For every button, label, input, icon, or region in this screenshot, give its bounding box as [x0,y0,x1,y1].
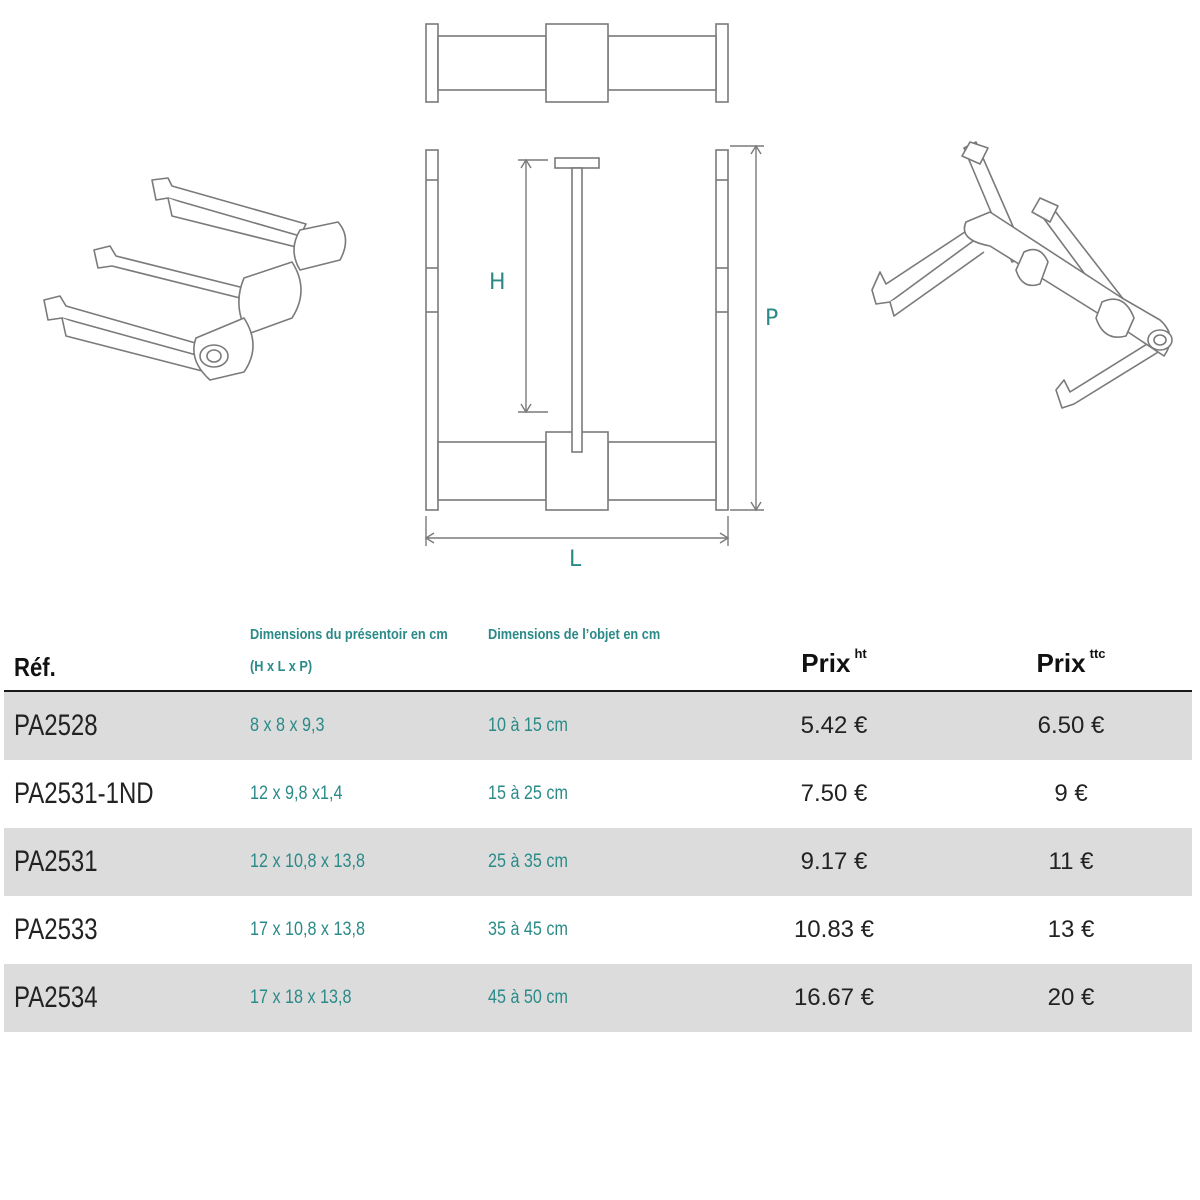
header-ht-suffix: ht [854,646,867,661]
table-row: PA2534 17 x 18 x 13,8 45 à 50 cm 16.67 €… [4,964,1192,1032]
cell-object-size: 35 à 45 cm [488,919,568,940]
header-ref: Réf. [14,652,56,682]
header-display-dimensions-unit: (H x L x P) [250,658,313,675]
top-view-drawing [425,23,729,103]
height-dimension-label: H [489,270,506,295]
cell-object-size: 45 à 50 cm [488,987,568,1008]
table-row: PA2533 17 x 10,8 x 13,8 35 à 45 cm 10.83… [4,896,1192,964]
product-drawings: H P L [43,23,1173,572]
cell-dimensions: 17 x 18 x 13,8 [250,987,352,1008]
header-ttc-suffix: ttc [1089,646,1106,661]
cell-price-ht: 10.83 € [793,916,875,943]
cell-ref: PA2528 [14,709,98,742]
cell-object-size: 25 à 35 cm [488,851,568,872]
cell-dimensions: 12 x 10,8 x 13,8 [250,851,365,872]
front-view-drawing [425,149,729,511]
length-dimension-label: L [569,547,582,572]
depth-dimension-label: P [765,306,779,331]
cell-ref: PA2533 [14,913,98,946]
header-display-dimensions: Dimensions du présentoir en cm [250,626,448,643]
cell-dimensions: 8 x 8 x 9,3 [250,715,325,736]
table-row: PA2531-1ND 12 x 9,8 x1,4 15 à 25 cm 7.50… [4,760,1192,828]
cell-price-ttc: 20 € [1047,984,1095,1011]
cell-price-ht: 9.17 € [800,848,868,875]
cell-ref: PA2531-1ND [14,777,154,810]
cell-dimensions: 12 x 9,8 x1,4 [250,783,343,804]
drawing-canvas [43,23,1173,546]
cell-ref: PA2531 [14,845,98,878]
table-row: PA2531 12 x 10,8 x 13,8 25 à 35 cm 9.17 … [4,828,1192,896]
dimension-lines [424,144,764,546]
cell-price-ttc: 11 € [1048,848,1094,875]
cell-price-ht: 16.67 € [793,984,875,1011]
left-isometric-drawing [43,177,347,381]
cell-price-ttc: 13 € [1047,916,1095,943]
cell-price-ttc: 6.50 € [1037,712,1105,739]
table-row: PA2528 8 x 8 x 9,3 10 à 15 cm 5.42 € 6.5… [4,692,1192,760]
header-price-ttc-label: Prix [1036,648,1086,678]
header-object-dimensions: Dimensions de l’objet en cm [488,626,661,643]
price-table: Réf. Dimensions du présentoir en cm (H x… [4,612,1192,1032]
table-header: Réf. Dimensions du présentoir en cm (H x… [4,612,1192,692]
cell-object-size: 10 à 15 cm [488,715,568,736]
cell-dimensions: 17 x 10,8 x 13,8 [250,919,365,940]
cell-object-size: 15 à 25 cm [488,783,568,804]
cell-price-ttc: 9 € [1054,780,1088,807]
header-price-ht-label: Prix [801,648,851,678]
right-isometric-drawing [871,141,1173,409]
cell-price-ht: 5.42 € [800,712,868,739]
cell-ref: PA2534 [14,981,98,1014]
cell-price-ht: 7.50 € [800,780,868,807]
